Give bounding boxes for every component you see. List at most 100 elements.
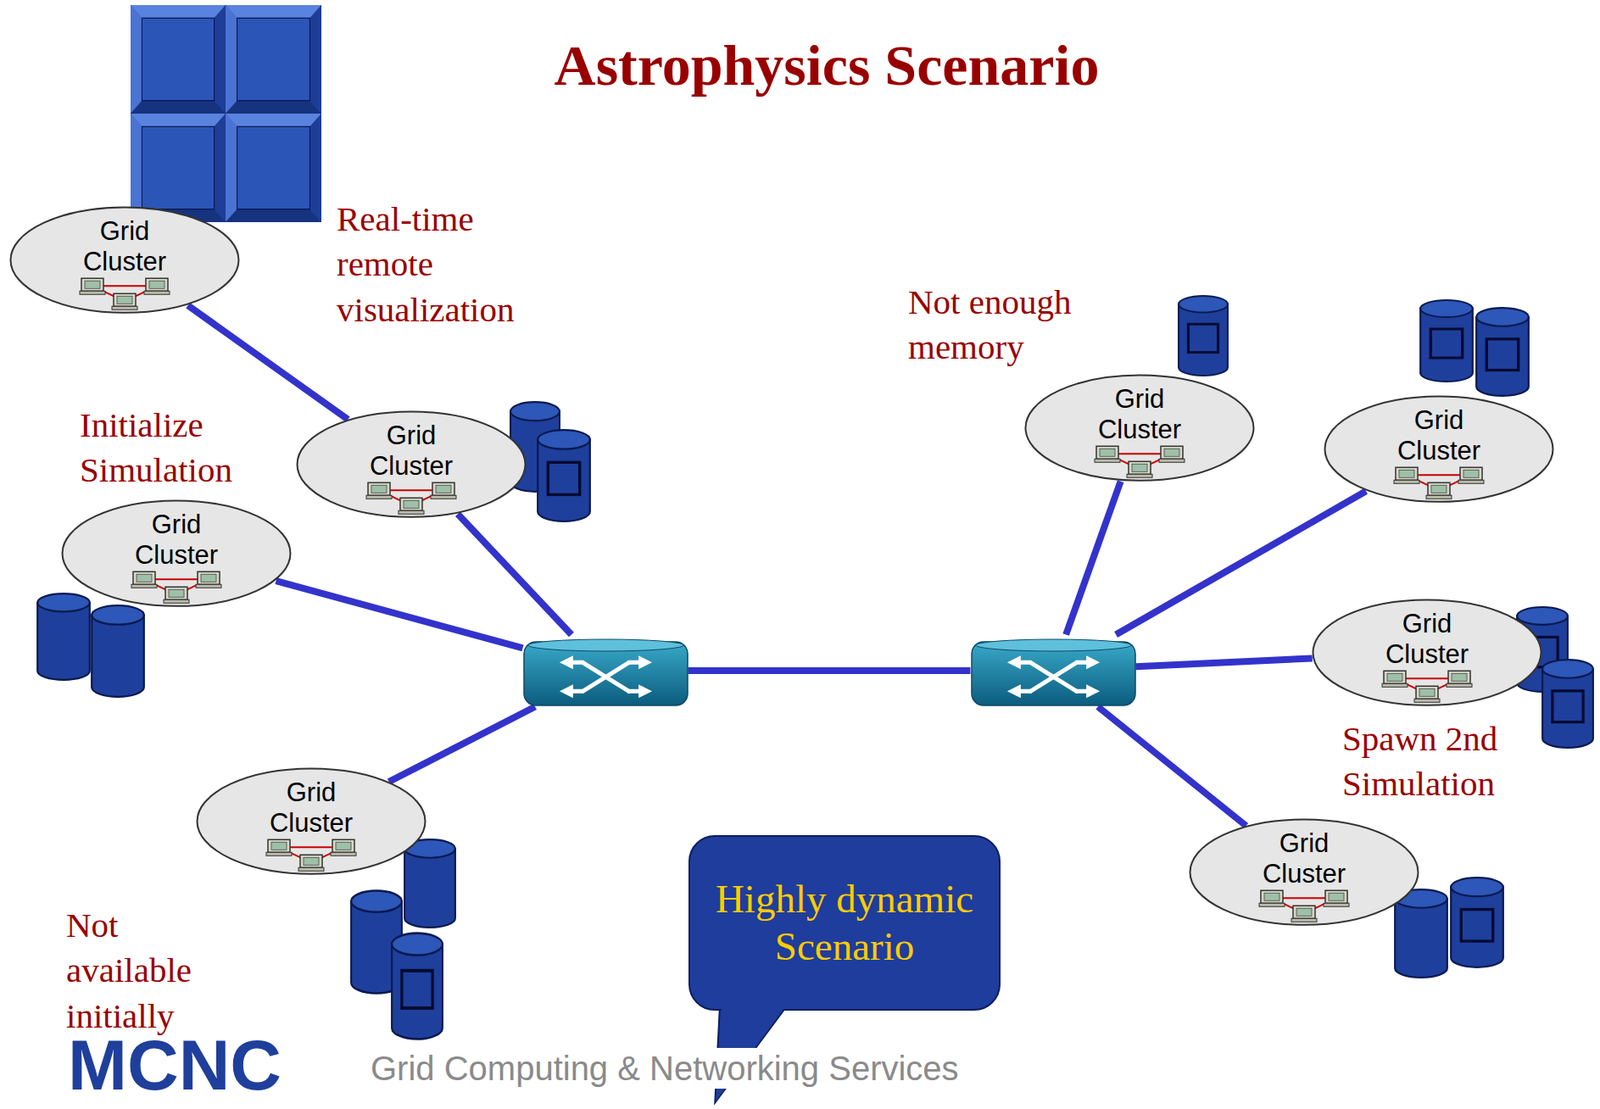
- computer-base: [1446, 684, 1472, 688]
- switch-arrowhead: [1086, 684, 1100, 698]
- switch-outline: [523, 635, 689, 708]
- switch-arrow: [1030, 662, 1077, 692]
- annotation: Spawn 2nd Simulation: [1342, 716, 1538, 808]
- computer-icon: [300, 855, 323, 869]
- node-label: Grid Cluster: [1379, 405, 1499, 466]
- computer-base: [163, 600, 190, 604]
- computer-screen: [403, 501, 419, 509]
- computer-screen: [84, 281, 101, 290]
- computer-screen: [1463, 470, 1479, 479]
- computer-base: [1259, 903, 1285, 908]
- computer-base: [144, 291, 170, 296]
- grid-cluster: Grid Cluster: [195, 767, 427, 876]
- computer-icon: [1160, 446, 1183, 460]
- switch-arrow: [582, 662, 630, 692]
- node-label: Grid Cluster: [65, 216, 184, 277]
- computer-base: [1323, 903, 1350, 908]
- network-link: [457, 513, 572, 635]
- computer-base: [195, 585, 222, 589]
- computer-icon: [133, 572, 156, 586]
- computer-icon: [1096, 446, 1119, 460]
- computer-screen: [303, 858, 319, 866]
- grid-cluster: Grid Cluster: [61, 499, 292, 608]
- computer-icon: [400, 498, 423, 512]
- annotation: Real-time remote visualization: [336, 196, 558, 333]
- computer-base: [1426, 496, 1452, 500]
- grid-cluster: Grid Cluster: [1311, 598, 1543, 707]
- computer-icon: [267, 840, 290, 853]
- computer-base: [131, 585, 157, 589]
- cluster-ellipse: [1190, 819, 1419, 926]
- computer-screen: [1419, 689, 1435, 697]
- network-link: [389, 707, 536, 782]
- supercomputer: [130, 5, 322, 223]
- node-label: Grid Cluster: [1367, 608, 1487, 669]
- switch-top: [975, 639, 1132, 652]
- computer-icon: [1448, 671, 1471, 685]
- switch-arrowhead: [1086, 655, 1100, 669]
- switch-arrowhead: [1006, 655, 1021, 669]
- computer-base: [79, 291, 106, 296]
- switch-arrowhead: [558, 655, 573, 669]
- computer-base: [1291, 919, 1317, 923]
- bubble-outline: [688, 835, 1001, 1011]
- computer-icon: [113, 294, 136, 307]
- computer-icon: [1293, 906, 1316, 920]
- computer-icon: [165, 587, 188, 601]
- bubble-body: [689, 836, 1000, 1010]
- speech-bubble: Highly dynamic Scenario: [688, 835, 1001, 1011]
- node-label: Grid Cluster: [1080, 384, 1199, 445]
- computer-icon: [432, 483, 455, 497]
- computer-screen: [435, 485, 452, 494]
- computer-screen: [1296, 908, 1312, 917]
- computer-base: [366, 496, 392, 500]
- computer-base: [266, 852, 292, 857]
- computer-screen: [1099, 449, 1115, 458]
- grid-cluster: Grid Cluster: [1188, 818, 1420, 926]
- network-link: [188, 305, 349, 420]
- annotation: Not available initially: [66, 903, 228, 1039]
- node-label: Grid Cluster: [117, 509, 236, 570]
- computer-screen: [335, 842, 352, 851]
- computer-screen: [117, 296, 133, 305]
- computer-base: [1159, 459, 1185, 463]
- network-link: [1136, 657, 1313, 667]
- computer-icon: [145, 278, 168, 292]
- computer-screen: [168, 590, 184, 598]
- node-label: Grid Cluster: [1244, 828, 1364, 889]
- computer-screen: [200, 574, 217, 583]
- cluster-ellipse: [1313, 600, 1542, 706]
- computer-base: [1382, 684, 1408, 688]
- computer-screen: [136, 574, 152, 583]
- computer-screen: [1164, 449, 1180, 458]
- computer-icon: [1416, 686, 1439, 700]
- node-label: Grid Cluster: [351, 420, 471, 481]
- computer-screen: [149, 281, 165, 290]
- network-switch: [970, 635, 1137, 708]
- computer-base: [1126, 474, 1153, 479]
- switch-arrow: [582, 662, 630, 692]
- cluster-ellipse: [1025, 375, 1255, 481]
- logo-subtitle: Grid Computing & Networking Services: [367, 1048, 963, 1089]
- computer-base: [1094, 459, 1121, 463]
- computer-base: [1458, 480, 1484, 485]
- computer-base: [1414, 699, 1440, 703]
- computer-base: [330, 852, 357, 857]
- switch-arrowhead: [558, 684, 573, 698]
- cluster-ellipse: [62, 501, 291, 607]
- computer-base: [398, 511, 424, 515]
- grid-cluster: Grid Cluster: [1323, 395, 1555, 503]
- computer-base: [1393, 480, 1420, 485]
- computer-base: [298, 868, 324, 872]
- computer-icon: [1395, 468, 1418, 481]
- computer-icon: [197, 572, 220, 586]
- cluster-ellipse: [11, 207, 240, 313]
- computer-icon: [1260, 891, 1283, 904]
- switch-top: [528, 639, 684, 652]
- computer-icon: [1427, 483, 1450, 497]
- cluster-ellipse: [197, 769, 426, 875]
- computer-icon: [1128, 462, 1151, 475]
- switch-outline: [970, 635, 1137, 708]
- cluster-ellipse: [1325, 396, 1554, 502]
